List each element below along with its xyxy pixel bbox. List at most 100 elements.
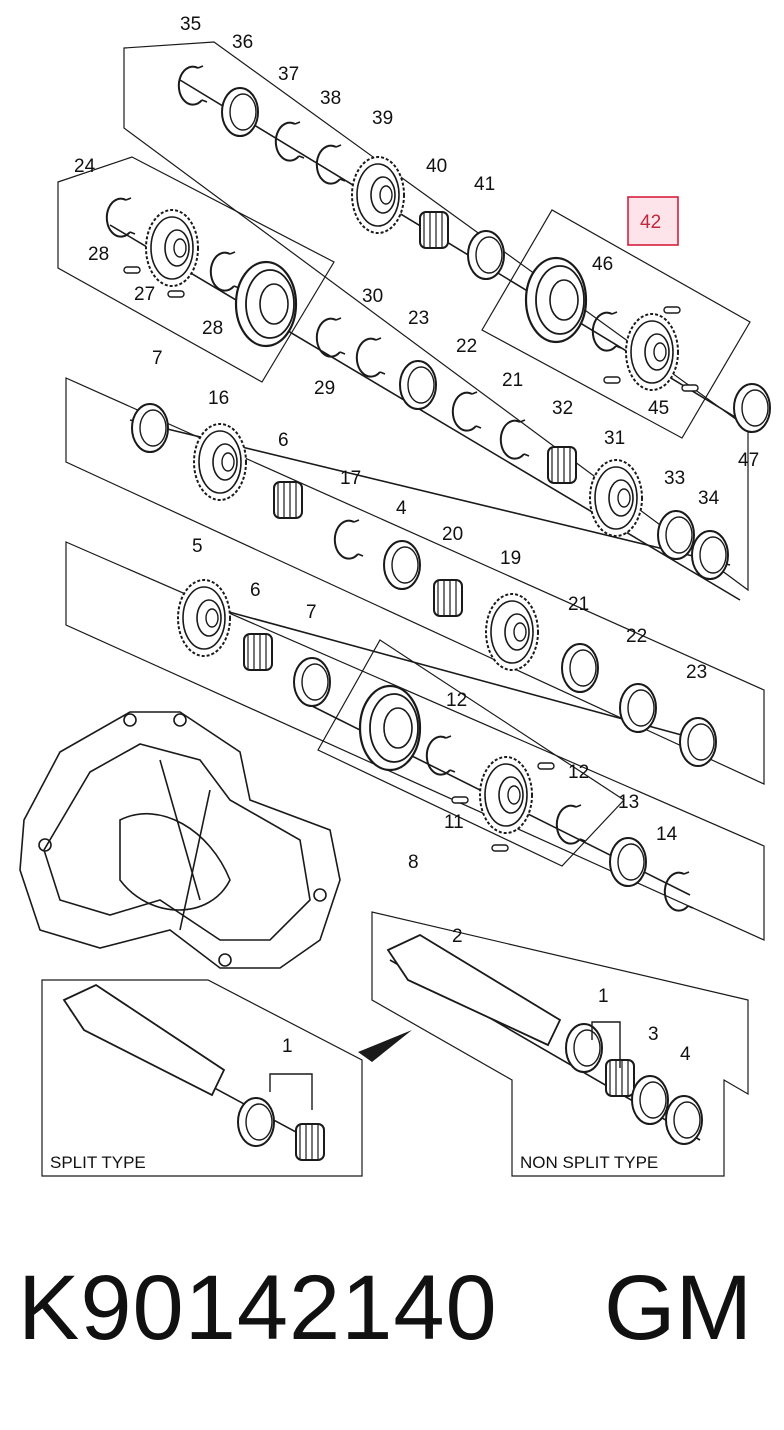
snap-ring-30 — [355, 337, 386, 378]
callout-34: 34 — [698, 488, 720, 509]
input-shaft-2 — [386, 933, 562, 1047]
bearing-race-1a — [565, 1023, 603, 1073]
synchro-ring-7a — [131, 403, 169, 453]
callout-11: 11 — [444, 812, 464, 833]
callout-36: 36 — [232, 32, 253, 53]
bearing-race-1b — [237, 1097, 275, 1147]
input-shafts — [62, 933, 562, 1097]
gear-16 — [193, 423, 247, 501]
snap-ring-17 — [333, 519, 364, 560]
ring-4b — [665, 1095, 703, 1145]
ring-4a — [383, 540, 421, 590]
callout-23a: 23 — [408, 308, 429, 329]
needle-bearing-6b — [243, 633, 273, 671]
callout-42: 42 — [640, 212, 661, 233]
exploded-gear-diagram: 35 36 37 38 39 40 41 42 46 45 47 24 28 2… — [19, 14, 771, 1177]
frame-fourth-shaft — [65, 541, 765, 941]
gear-39 — [351, 156, 405, 234]
callout-4b: 4 — [680, 1044, 691, 1065]
callout-30: 30 — [362, 286, 383, 307]
callout-2: 2 — [452, 926, 463, 947]
transmission-case — [19, 711, 341, 969]
split-type-label: SPLIT TYPE — [50, 1153, 146, 1172]
hub-42 — [625, 313, 679, 391]
frame-split — [41, 979, 363, 1177]
callout-7a: 7 — [152, 348, 163, 369]
second-shaft-parts — [105, 197, 729, 580]
snap-ring-12a — [425, 735, 456, 776]
needle-bearing-40 — [419, 211, 449, 249]
callout-16: 16 — [208, 388, 229, 409]
callout-29: 29 — [314, 378, 335, 399]
callout-47: 47 — [738, 450, 759, 471]
callout-4a: 4 — [396, 498, 407, 519]
key-45 — [681, 384, 699, 392]
ring-3 — [631, 1075, 669, 1125]
callout-12a: 12 — [446, 690, 467, 711]
cone-22b — [619, 683, 657, 733]
callout-1b: 1 — [282, 1036, 293, 1057]
callout-8: 8 — [408, 852, 419, 873]
synchro-ring-7b — [293, 657, 331, 707]
callout-3: 3 — [648, 1024, 659, 1045]
callout-37: 37 — [278, 64, 299, 85]
ring-21a — [499, 419, 530, 460]
ring-34 — [691, 530, 729, 580]
callout-labels: 35 36 37 38 39 40 41 42 46 45 47 24 28 2… — [74, 14, 759, 1065]
frame-synchro-24 — [57, 156, 335, 383]
callout-19: 19 — [500, 548, 521, 569]
callout-45: 45 — [648, 398, 669, 419]
synchro-ring-41 — [467, 230, 505, 280]
callout-28b: 28 — [202, 318, 223, 339]
roller-bearing-1b — [295, 1123, 325, 1161]
callout-23b: 23 — [686, 662, 707, 683]
callout-39: 39 — [372, 108, 393, 129]
callout-24: 24 — [74, 156, 96, 177]
callout-21b: 21 — [568, 594, 589, 615]
callout-5: 5 — [192, 536, 203, 557]
part-number: K90142140 — [18, 1257, 498, 1359]
callout-40: 40 — [426, 156, 447, 177]
callout-17: 17 — [340, 468, 361, 489]
fourth-shaft-parts — [177, 579, 694, 912]
callout-14: 14 — [656, 824, 678, 845]
callout-42-highlight — [627, 196, 679, 246]
ring-47 — [733, 383, 771, 433]
key-8a — [537, 762, 555, 770]
callout-1a: 1 — [598, 986, 609, 1007]
bearing-36 — [221, 87, 259, 137]
sleeve-8 — [358, 684, 422, 772]
needle-bearing-6a — [273, 481, 303, 519]
sleeve-24 — [234, 260, 298, 348]
key-27a — [123, 266, 141, 274]
key-8b — [491, 844, 509, 852]
callout-20: 20 — [442, 524, 463, 545]
snap-ring-12b — [555, 804, 586, 845]
synchro-ring-23b — [679, 717, 717, 767]
callout-21a: 21 — [502, 370, 523, 391]
callout-22b: 22 — [626, 626, 647, 647]
snap-ring-29 — [315, 317, 346, 358]
callout-27: 27 — [134, 284, 155, 305]
cone-22a — [451, 391, 482, 432]
hub-24a — [145, 209, 199, 287]
callout-46: 46 — [592, 254, 613, 275]
hub-8 — [479, 756, 533, 834]
frame-synchro-8 — [317, 639, 625, 867]
non-split-type-label: NON SPLIT TYPE — [520, 1153, 658, 1172]
frame-third-shaft — [65, 377, 765, 785]
arrow-icon — [358, 1030, 412, 1062]
snap-ring-35 — [177, 65, 208, 106]
callout-31: 31 — [604, 428, 625, 449]
input-shaft-split — [62, 983, 226, 1097]
third-shaft-parts — [131, 403, 717, 767]
snap-ring-28b — [209, 251, 240, 292]
top-shaft-parts — [177, 65, 771, 433]
frame-non-split — [371, 911, 749, 1177]
ring-33 — [657, 510, 695, 560]
callout-7b: 7 — [306, 602, 317, 623]
needle-bearing-20 — [433, 579, 463, 617]
callout-6a: 6 — [278, 430, 289, 451]
ring-21b — [561, 643, 599, 693]
callout-41: 41 — [474, 174, 495, 195]
